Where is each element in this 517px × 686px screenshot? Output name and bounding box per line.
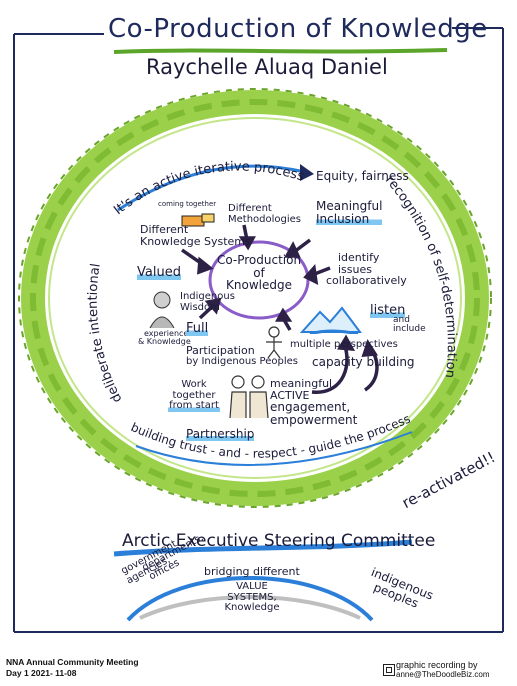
meaningful-active-line-3: engagement, (270, 400, 351, 415)
committee-title: Arctic Executive Steering Committee (122, 531, 436, 551)
people-icon (266, 326, 282, 359)
experience-knowledge-note: experience & Knowledge (138, 329, 191, 347)
two-people-icon (229, 375, 269, 419)
multiple-perspectives-note: multiple perspectives (290, 339, 398, 350)
book-icon (181, 213, 215, 227)
meaningful-line: Meaningful (316, 199, 383, 213)
meaningful-active-line-4: empowerment (270, 412, 358, 427)
credit-line-1: graphic recording by (396, 660, 478, 670)
different-line: Different (140, 223, 189, 236)
bridging-label: bridging different (204, 565, 300, 578)
footer-event: NNA Annual Community Meeting Day 1 2021-… (6, 657, 139, 678)
work-line: Work (181, 379, 207, 390)
credit-line-2: anne@TheDoodleBiz.com (396, 670, 490, 680)
listen-note: listen (370, 303, 406, 318)
from-start-line: from start (168, 400, 220, 412)
footer-line-2: Day 1 2021- 11-08 (6, 667, 77, 678)
knowledge-line: Knowledge (224, 602, 280, 613)
different-knowledge-note: Different Knowledge Systems (140, 224, 251, 247)
work-together-note: Work together from start (168, 379, 220, 412)
indigenous-line: Indigenous (180, 291, 235, 302)
center-text: Co-Production of Knowledge (214, 254, 304, 292)
committee-underline (113, 539, 413, 557)
different-methodologies-note: Different Methodologies (228, 203, 302, 225)
title-underline (113, 48, 448, 54)
by-indigenous-line: by Indigenous Peoples (186, 355, 298, 367)
identify-line: identify (338, 251, 380, 264)
center-line-2: of (253, 265, 265, 280)
wisdom-line: Wisdom (180, 301, 220, 313)
meaningful-active-line-2: ACTIVE (270, 388, 310, 402)
and-include-note: and include (393, 315, 426, 335)
issues-line: issues (338, 262, 372, 276)
and-line: and (393, 315, 410, 325)
coming-together-note: coming together (158, 200, 217, 208)
and-knowledge-line: & Knowledge (138, 337, 191, 347)
center-line-1: Co-Production (216, 253, 302, 267)
person-icon (149, 291, 175, 329)
center-circle (208, 240, 310, 320)
equity-label: Equity, fairness (316, 169, 409, 183)
together-line: together (172, 389, 216, 401)
participation-line: Participation (186, 344, 255, 357)
meaningful-active-line-1: meaningful (270, 377, 333, 390)
include-line: include (393, 324, 426, 335)
value-line: VALUE (236, 581, 268, 592)
value-systems-label: VALUE SYSTEMS, Knowledge (222, 581, 282, 614)
systems-line: SYSTEMS, (227, 591, 277, 603)
experience-line: experience (144, 329, 189, 338)
full-note: Full (186, 321, 209, 336)
capacity-building-note: capacity building (312, 355, 415, 369)
footer-line-1: NNA Annual Community Meeting (6, 657, 139, 667)
page-title: Co-Production of Knowledge (108, 14, 488, 44)
doodlebiz-logo-icon (383, 664, 395, 676)
mountains-icon (300, 306, 362, 334)
partnership-note: Partnership (186, 427, 255, 441)
presenter-name: Raychelle Aluaq Daniel (146, 55, 388, 79)
indigenous-wisdom-note: Indigenous Wisdom (180, 291, 235, 313)
identify-issues-note: identify issues collaboratively (326, 251, 407, 287)
footer-credit: graphic recording by anne@TheDoodleBiz.c… (396, 660, 490, 680)
participation-note: Participation by Indigenous Peoples (186, 345, 298, 367)
bridge-drawing (126, 576, 374, 622)
inclusion-line: Inclusion (316, 212, 383, 226)
valued-note: Valued (137, 265, 181, 280)
knowledge-systems-line: Knowledge Systems (140, 234, 251, 248)
collaboratively-line: collaboratively (326, 274, 407, 288)
meaningful-inclusion-note: Meaningful Inclusion (316, 199, 383, 226)
center-line-3: Knowledge (226, 278, 292, 293)
meaningful-active-note: meaningful ACTIVE engagement, empowermen… (270, 378, 357, 426)
